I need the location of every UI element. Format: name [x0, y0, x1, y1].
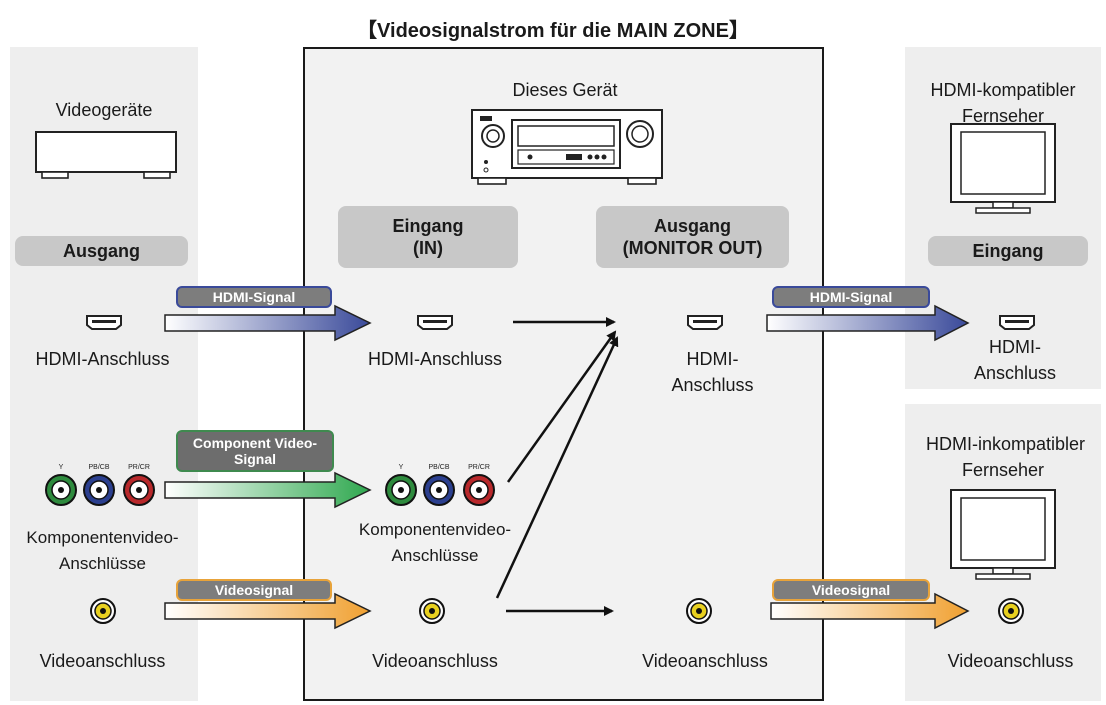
video-signal-tag-right-text: Videosignal: [811, 582, 891, 598]
component-signal-tag: Component Video- Signal: [176, 430, 334, 472]
hdmi-tv-label-2: Fernseher: [961, 106, 1045, 126]
center-component-label-2: Anschlüsse: [391, 546, 479, 565]
right-input-tag-label: Eingang: [972, 241, 1044, 261]
hdmi-signal-tag-left: HDMI-Signal: [176, 286, 332, 308]
hdmi-signal-tag-right: HDMI-Signal: [772, 286, 930, 308]
hdmi-port-icon: [417, 315, 453, 330]
center-in-video-label: Videoanschluss: [372, 651, 498, 671]
hdmi-signal-arrow-right: [766, 304, 970, 342]
hdmi-port-icon: [999, 315, 1035, 330]
center-output-tag-line1: Ausgang: [653, 216, 731, 236]
right-input-tag: Eingang: [928, 236, 1088, 266]
hdmi-port-icon: [687, 315, 723, 330]
center-input-tag-line1: Eingang: [392, 216, 464, 236]
right-video-label: Videoanschluss: [947, 651, 1074, 671]
center-component-label-1: Komponentenvideo-: [358, 520, 512, 539]
video-device-icon: [35, 131, 177, 179]
diagram-title: 【Videosignalstrom für die MAIN ZONE】: [357, 20, 749, 42]
hdmi-tv-label-1: HDMI-kompatibler: [930, 80, 1076, 100]
center-input-tag: Eingang (IN): [338, 206, 518, 268]
video-signal-arrow-right: [770, 592, 970, 630]
left-component-label-2: Anschlüsse: [59, 554, 146, 573]
av-receiver-icon: [471, 109, 663, 185]
center-output-tag: Ausgang (MONITOR OUT): [596, 206, 789, 268]
route-component-to-hdmi: [506, 330, 617, 483]
center-out-video-label: Videoanschluss: [642, 651, 768, 671]
component-jacks-left: Y PB/CB PR/CR: [45, 464, 155, 506]
non-hdmi-tv-label-1: HDMI-inkompatibler: [925, 434, 1086, 454]
route-video-to-hdmi: [495, 336, 619, 599]
jack-label-y: Y: [59, 464, 64, 471]
jack-label-pr: PR/CR: [128, 464, 150, 471]
center-output-tag-line2: (MONITOR OUT): [622, 238, 763, 258]
left-video-label: Videoanschluss: [39, 651, 166, 671]
video-signal-tag-left: Videosignal: [176, 579, 332, 601]
left-hdmi-label: HDMI-Anschluss: [35, 349, 170, 369]
component-signal-tag-line1: Component Video-: [192, 435, 318, 451]
hdmi-signal-tag-right-text: HDMI-Signal: [809, 289, 893, 305]
jack-label-pb: PB/CB: [88, 464, 109, 471]
hdmi-port-icon: [86, 315, 122, 330]
center-out-hdmi-label-1: HDMI-: [686, 349, 739, 369]
hdmi-tv-icon: [950, 123, 1056, 214]
video-signal-arrow-left: [164, 592, 372, 630]
hdmi-signal-tag-left-text: HDMI-Signal: [212, 289, 296, 305]
right-hdmi-label-1: HDMI-: [989, 337, 1041, 357]
component-signal-arrow: [164, 471, 372, 509]
video-jack-icon: [90, 598, 116, 624]
component-signal-tag-line2: Signal: [233, 451, 276, 467]
center-in-hdmi-label: HDMI-Anschluss: [367, 349, 503, 369]
jack-label-pr: PR/CR: [468, 464, 490, 471]
right-hdmi-label-2: Anschluss: [973, 363, 1057, 383]
video-jack-icon: [419, 598, 445, 624]
component-jacks-center: Y PB/CB PR/CR: [385, 464, 495, 506]
video-signal-tag-left-text: Videosignal: [214, 582, 294, 598]
video-jack-icon: [686, 598, 712, 624]
jack-label-y: Y: [399, 464, 404, 471]
left-component-label-1: Komponentenvideo-: [26, 528, 179, 547]
center-input-tag-line2: (IN): [413, 238, 443, 258]
center-out-hdmi-label-2: Anschluss: [671, 375, 754, 395]
left-output-tag: Ausgang: [15, 236, 188, 266]
non-hdmi-tv-icon: [950, 489, 1056, 580]
this-device-label: Dieses Gerät: [512, 80, 618, 100]
video-signal-tag-right: Videosignal: [772, 579, 930, 601]
video-devices-label: Videogeräte: [55, 100, 153, 120]
video-jack-icon: [998, 598, 1024, 624]
hdmi-signal-arrow-left: [164, 304, 372, 342]
jack-label-pb: PB/CB: [428, 464, 449, 471]
non-hdmi-tv-label-2: Fernseher: [961, 460, 1045, 480]
left-output-tag-label: Ausgang: [62, 241, 140, 261]
